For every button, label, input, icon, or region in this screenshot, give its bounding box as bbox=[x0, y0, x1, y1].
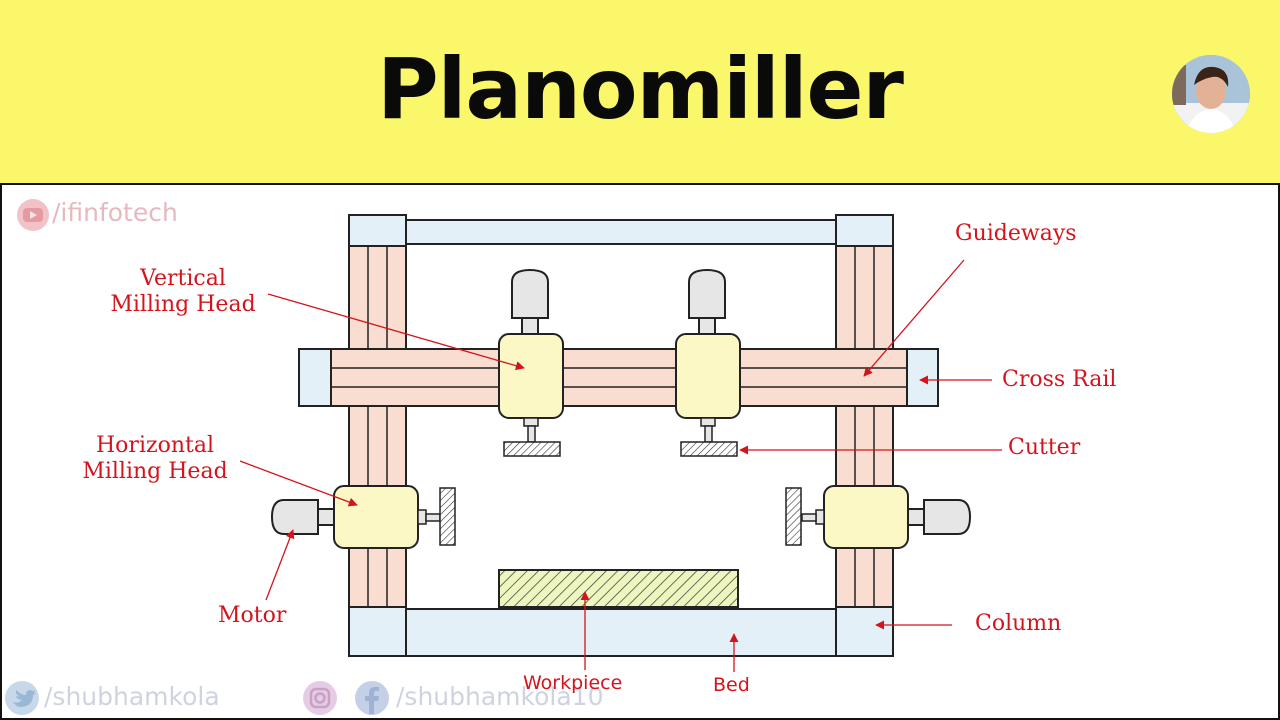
leader-guideways bbox=[863, 259, 965, 377]
twitter-handle: /shubhamkola bbox=[44, 682, 220, 711]
youtube-handle: /ifinfotech bbox=[52, 198, 178, 227]
cross-rail bbox=[298, 348, 939, 407]
horizontal-milling-head-left bbox=[270, 485, 456, 549]
left-column bbox=[348, 245, 407, 608]
label-horizontal-line2: Milling Head bbox=[82, 459, 228, 484]
label-cutter: Cutter bbox=[1008, 435, 1081, 460]
label-vertical-line2: Milling Head bbox=[110, 292, 256, 317]
label-guideways: Guideways bbox=[955, 221, 1077, 246]
right-column bbox=[835, 245, 894, 608]
bed bbox=[348, 606, 894, 657]
leader-horizontal-head bbox=[239, 460, 358, 507]
youtube-watermark: /ifinfotech bbox=[16, 198, 216, 232]
label-bed: Bed bbox=[713, 674, 750, 696]
horizontal-milling-head-right bbox=[785, 485, 972, 549]
label-horizontal-line1: Horizontal bbox=[96, 433, 214, 458]
social-watermark: /shubhamkola10 bbox=[302, 680, 672, 716]
label-workpiece: Workpiece bbox=[523, 672, 623, 694]
leader-vertical-head bbox=[267, 293, 525, 371]
label-motor: Motor bbox=[218, 603, 287, 628]
workpiece bbox=[498, 569, 739, 608]
leader-motor bbox=[265, 529, 295, 601]
label-cross-rail: Cross Rail bbox=[1002, 367, 1117, 392]
title-banner bbox=[0, 0, 1280, 183]
facebook-icon bbox=[355, 681, 389, 715]
facebook-handle: /shubhamkola10 bbox=[396, 682, 604, 711]
twitter-icon bbox=[5, 681, 39, 715]
label-vertical-line1: Vertical bbox=[140, 266, 226, 291]
vertical-milling-head-right bbox=[675, 268, 741, 457]
page-title: Planomiller bbox=[377, 40, 904, 138]
youtube-icon bbox=[17, 199, 49, 231]
instagram-icon bbox=[303, 681, 337, 715]
twitter-watermark: /shubhamkola bbox=[4, 680, 274, 716]
top-beam bbox=[348, 214, 894, 247]
leader-lines bbox=[239, 259, 1002, 672]
label-horizontal-milling-head: Horizontal Milling Head bbox=[80, 433, 230, 485]
label-column: Column bbox=[975, 611, 1062, 636]
label-vertical-milling-head: Vertical Milling Head bbox=[108, 266, 258, 318]
vertical-milling-head-left bbox=[498, 268, 564, 457]
